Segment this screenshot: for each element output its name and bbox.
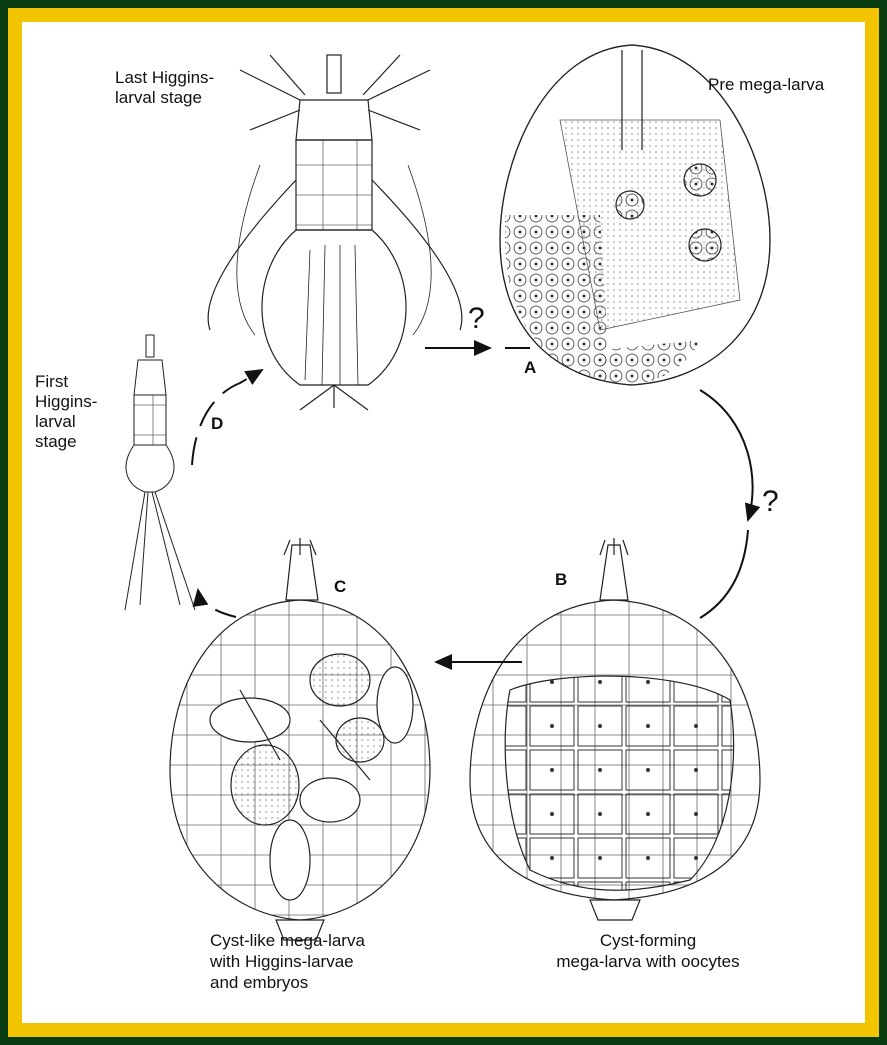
arrow-first-to-last [192,370,262,465]
label-first-higgins-stage: First Higgins- larval stage [35,372,97,452]
letter-b: B [555,570,567,590]
label-cyst-forming-mega-larva: Cyst-forming mega-larva with oocytes [508,930,788,972]
first-higgins-larva-drawing [125,335,195,610]
letter-d: D [211,414,223,434]
cyst-forming-mega-larva-drawing [470,538,760,920]
arrow-pre-to-cyst-forming [700,390,753,520]
cyst-like-mega-larva-drawing [170,538,430,940]
question-mark-top: ? [468,302,485,336]
arrow-cyst-like-to-first [198,590,236,617]
last-higgins-larva-drawing [208,55,462,410]
pre-mega-larva-drawing [500,45,770,385]
label-pre-mega-larva: Pre mega-larva [708,75,824,95]
label-cyst-like-mega-larva: Cyst-like mega-larva with Higgins-larvae… [210,930,365,993]
letter-a: A [524,358,536,378]
letter-c: C [334,577,346,597]
question-mark-right: ? [762,485,779,519]
arrow-curve-to-b [700,530,748,618]
label-last-higgins-stage: Last Higgins- larval stage [115,68,214,108]
